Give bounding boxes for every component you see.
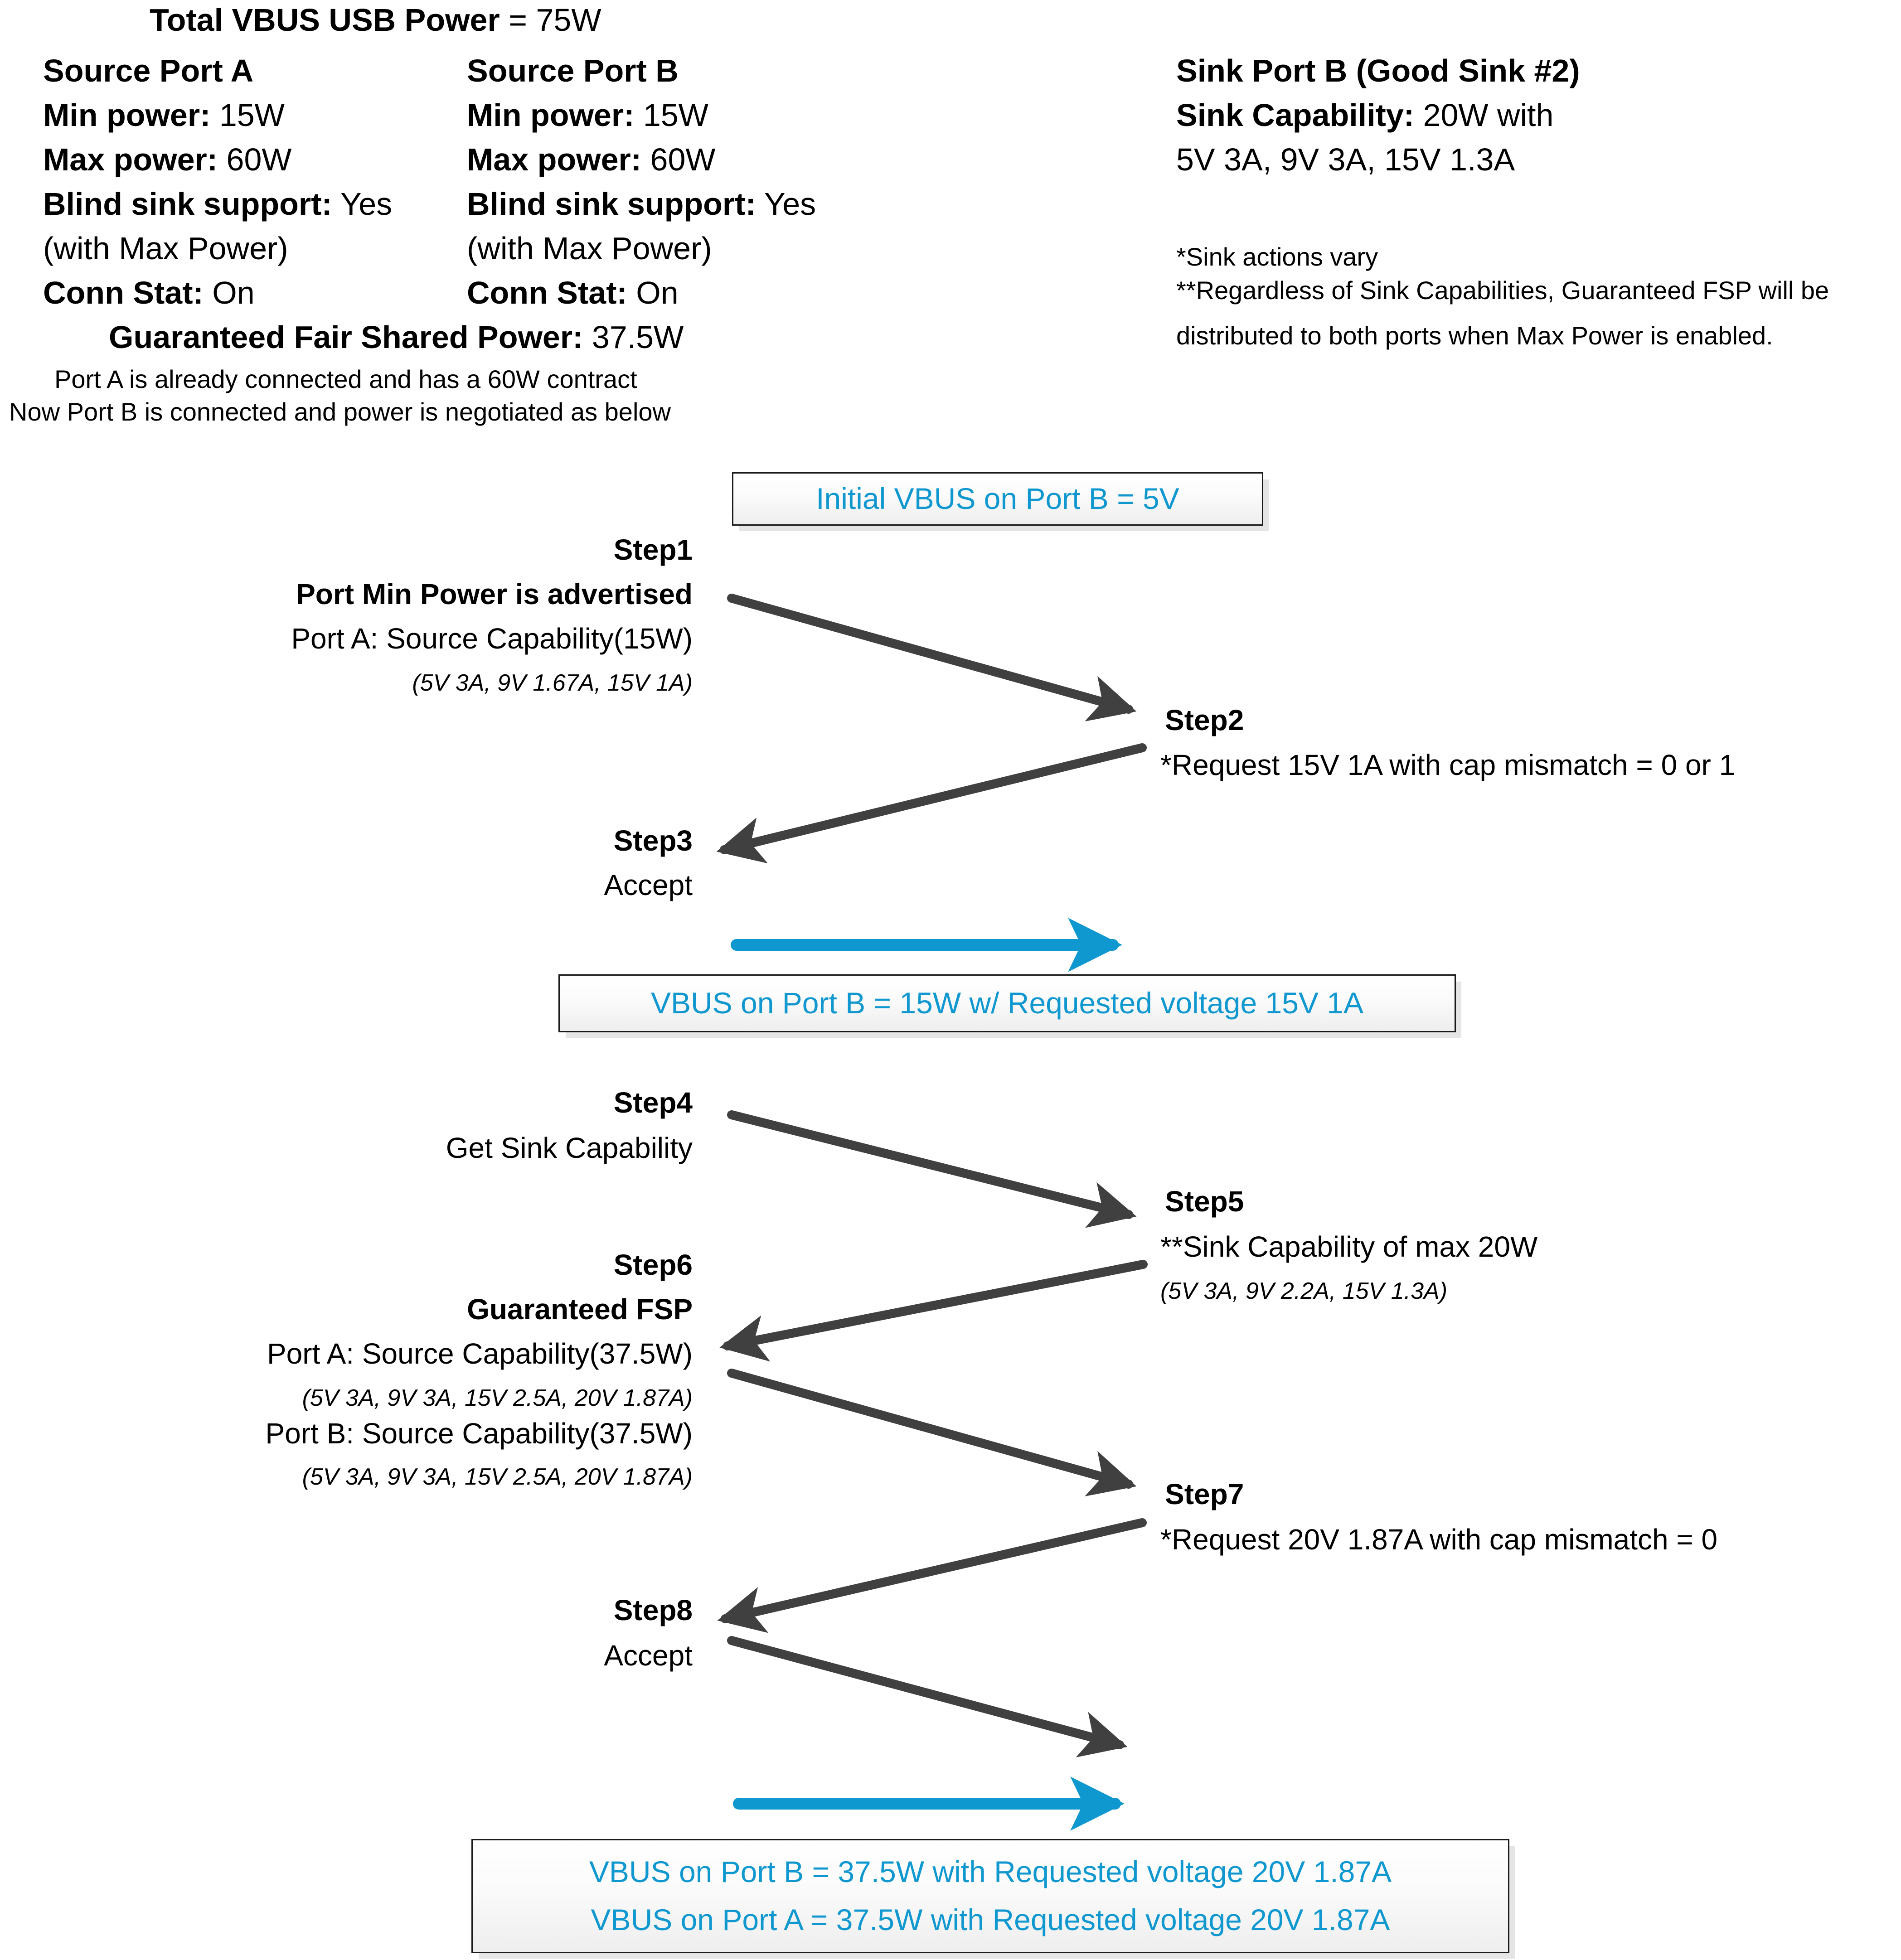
step5-line2: (5V 3A, 9V 2.2A, 15V 1.3A) <box>1160 1278 1448 1304</box>
header-note-line-1: Port A is already connected and has a 60… <box>54 365 637 393</box>
step6-line1: Guaranteed FSP <box>467 1293 693 1326</box>
port-a-max-power-label: Max power: <box>43 142 218 177</box>
callout-vbus-15w-text: VBUS on Port B = 15W w/ Requested voltag… <box>650 986 1364 1020</box>
port-a-conn-stat: Conn Stat: On <box>43 276 255 310</box>
step7-label: Step7 <box>1165 1478 1244 1510</box>
step3-label: Step3 <box>613 824 693 857</box>
step6-line2: Port A: Source Capability(37.5W) <box>267 1337 693 1370</box>
step7-line1: *Request 20V 1.87A with cap mismatch = 0 <box>1160 1523 1718 1556</box>
guaranteed-fsp-label: Guaranteed Fair Shared Power: <box>109 319 583 355</box>
sink-port-b-title: Sink Port B (Good Sink #2) <box>1176 53 1580 88</box>
arrow-step5-to-step6 <box>719 1260 1148 1362</box>
callout-final-port-b-text: VBUS on Port B = 37.5W with Requested vo… <box>589 1855 1392 1889</box>
port-a-conn-stat-label: Conn Stat: <box>43 275 204 310</box>
step6-line5: (5V 3A, 9V 3A, 15V 2.5A, 20V 1.87A) <box>302 1464 693 1490</box>
arrow-step4-to-step5 <box>727 1110 1137 1228</box>
port-a-blind-sink-label: Blind sink support: <box>43 186 332 222</box>
callout-final-port-a-text: VBUS on Port A = 37.5W with Requested vo… <box>591 1903 1390 1936</box>
port-b-blind-sink-value: Yes <box>764 186 816 222</box>
port-b-min-power: Min power: 15W <box>467 97 708 133</box>
callout-final-vbus: VBUS on Port B = 37.5W with Requested vo… <box>471 1839 1509 1953</box>
step1-line1: Port Min Power is advertised <box>296 578 693 610</box>
arrow-step2-to-step3 <box>716 743 1147 864</box>
arrow-step8-final <box>727 1636 1128 1757</box>
sink-capability-pdos: 5V 3A, 9V 3A, 15V 1.3A <box>1176 142 1515 177</box>
port-b-max-power-value: 60W <box>650 142 716 177</box>
step8-line1: Accept <box>604 1639 693 1672</box>
port-b-conn-stat: Conn Stat: On <box>467 276 679 310</box>
port-a-blind-sink: Blind sink support: Yes <box>43 186 393 222</box>
port-b-min-power-value: 15W <box>643 97 708 133</box>
sink-footnote-1: *Sink actions vary <box>1176 242 1378 271</box>
step5-label: Step5 <box>1165 1185 1244 1218</box>
total-vbus-power-value: 75W <box>536 2 601 38</box>
port-a-max-power-value: 60W <box>226 142 292 177</box>
port-b-max-power-label: Max power: <box>467 142 642 177</box>
step4-label: Step4 <box>613 1086 693 1119</box>
port-a-max-power: Max power: 60W <box>43 143 291 177</box>
total-vbus-power-label: Total VBUS USB Power <box>150 2 500 38</box>
step5-line1: **Sink Capability of max 20W <box>1160 1230 1538 1263</box>
port-b-blind-sink-label: Blind sink support: <box>467 186 756 222</box>
step4-line1: Get Sink Capability <box>446 1132 693 1164</box>
arrow-step1-to-step2 <box>727 594 1137 721</box>
sink-capability-value: 20W with <box>1423 97 1554 133</box>
guaranteed-fsp-line: Guaranteed Fair Shared Power: 37.5W <box>109 319 684 355</box>
step1-line2: Port A: Source Capability(15W) <box>291 622 693 655</box>
port-a-blind-sink-value: Yes <box>340 186 393 222</box>
arrow-step7-to-step8 <box>717 1518 1147 1633</box>
step6-line4: Port B: Source Capability(37.5W) <box>265 1417 693 1450</box>
total-vbus-power-title: Total VBUS USB Power = 75W <box>150 2 601 38</box>
port-a-min-power-label: Min power: <box>43 97 211 133</box>
callout-initial-vbus-text: Initial VBUS on Port B = 5V <box>816 482 1179 516</box>
port-a-conn-stat-value: On <box>212 275 255 310</box>
port-b-conn-stat-value: On <box>636 275 679 310</box>
header-note-line-2: Now Port B is connected and power is neg… <box>9 397 671 426</box>
port-a-min-power: Min power: 15W <box>43 97 285 133</box>
port-b-min-power-label: Min power: <box>467 97 635 133</box>
sink-capability-label: Sink Capability: <box>1176 97 1415 133</box>
port-a-min-power-value: 15W <box>219 97 285 133</box>
port-b-blind-sink-note: (with Max Power) <box>467 231 712 266</box>
step1-line3: (5V 3A, 9V 1.67A, 15V 1A) <box>412 670 693 696</box>
step2-line1: *Request 15V 1A with cap mismatch = 0 or… <box>1160 749 1736 781</box>
step6-line3: (5V 3A, 9V 3A, 15V 2.5A, 20V 1.87A) <box>302 1385 693 1411</box>
port-b-conn-stat-label: Conn Stat: <box>467 275 627 310</box>
callout-initial-vbus: Initial VBUS on Port B = 5V <box>732 472 1263 526</box>
sink-capability-line: Sink Capability: 20W with <box>1176 97 1554 133</box>
callout-vbus-15w: VBUS on Port B = 15W w/ Requested voltag… <box>558 974 1456 1032</box>
port-b-max-power: Max power: 60W <box>467 143 715 177</box>
port-a-blind-sink-note: (with Max Power) <box>43 231 288 266</box>
source-port-b-title: Source Port B <box>467 53 679 88</box>
step6-label: Step6 <box>613 1249 693 1281</box>
step2-label: Step2 <box>1165 704 1244 736</box>
port-b-blind-sink: Blind sink support: Yes <box>467 186 816 222</box>
step1-label: Step1 <box>613 533 693 566</box>
guaranteed-fsp-value: 37.5W <box>592 319 684 355</box>
sink-footnote-2-line-2: distributed to both ports when Max Power… <box>1176 321 1773 350</box>
step3-line1: Accept <box>604 869 693 901</box>
source-port-a-title: Source Port A <box>43 53 254 88</box>
step8-label: Step8 <box>613 1594 693 1626</box>
arrow-step6-to-step7 <box>727 1369 1137 1496</box>
sink-footnote-2-line-1: **Regardless of Sink Capabilities, Guara… <box>1176 276 1829 305</box>
